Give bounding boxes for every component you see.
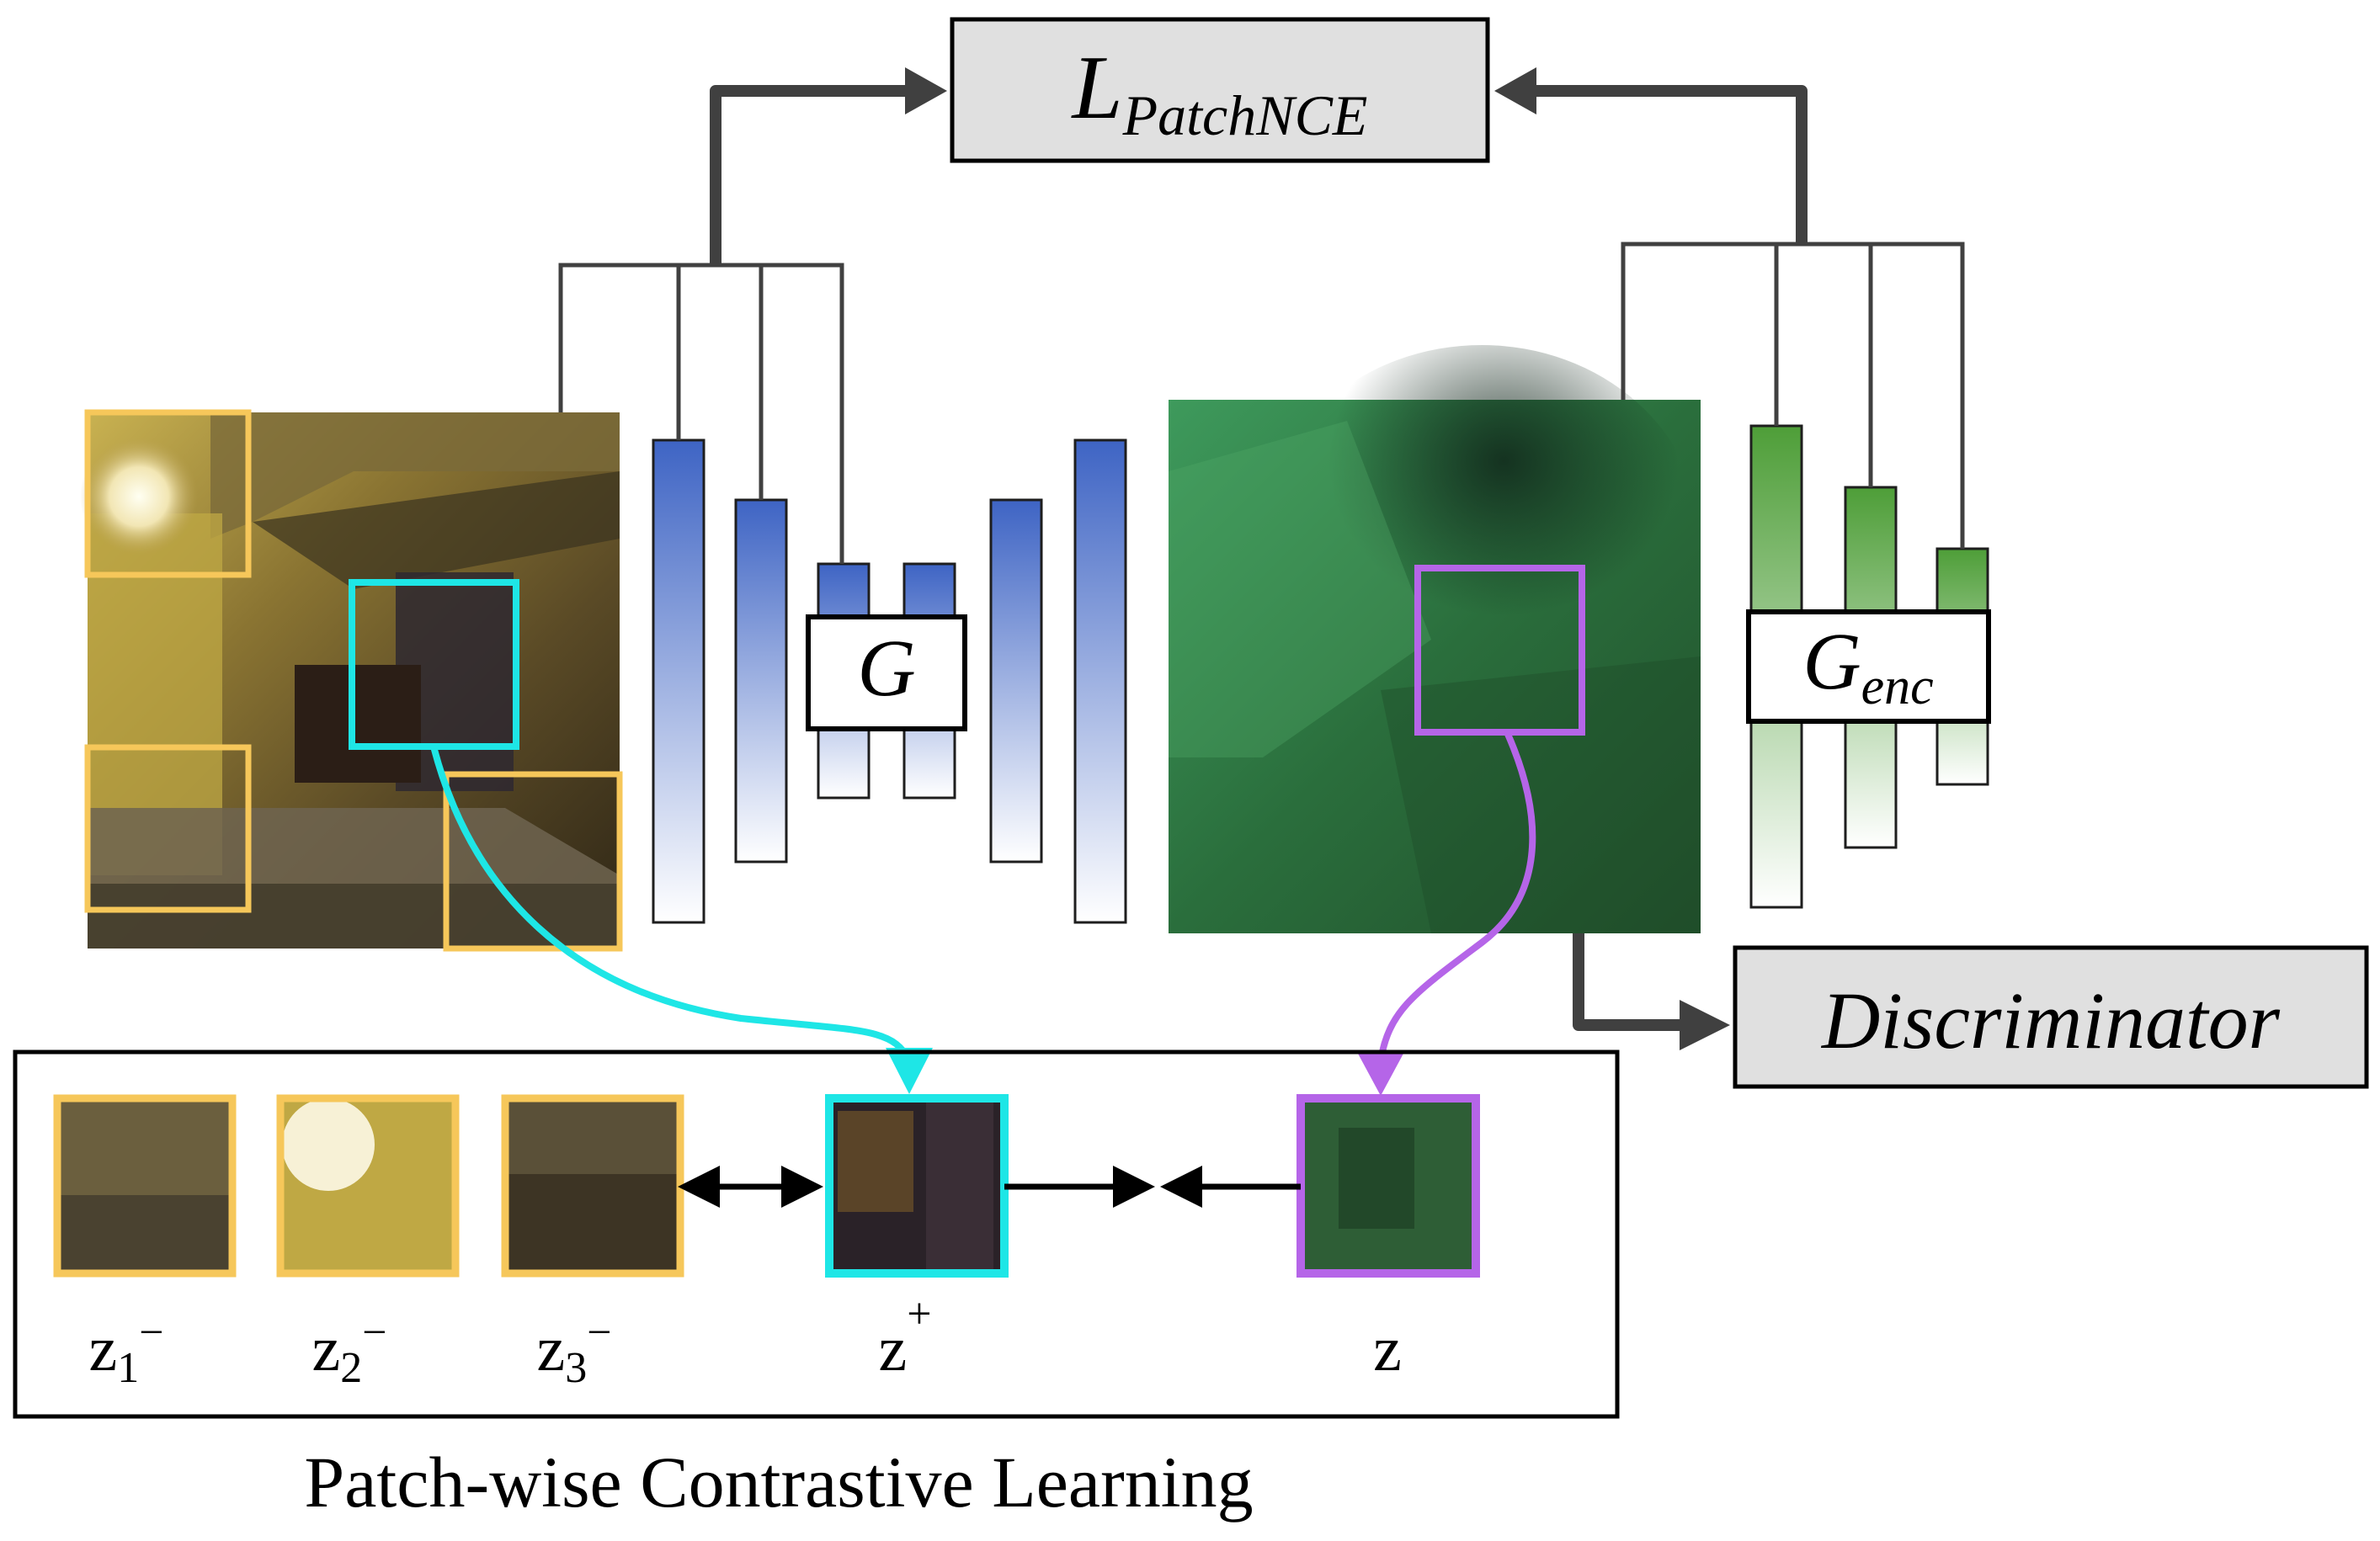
svg-text:G: G (857, 623, 915, 713)
input-image (80, 412, 620, 949)
encoder-label-box: Genc (1746, 609, 1991, 724)
patch-thumb-z-pos (825, 1094, 1009, 1278)
arrow-to-loss-left (710, 85, 909, 265)
label-z-query: z (1373, 1314, 1402, 1384)
loss-main-label: L (1071, 38, 1123, 138)
patch-thumb-z2-neg (276, 1094, 460, 1278)
label-z3-neg: z3− (536, 1309, 611, 1392)
contrastive-panel (13, 1049, 1620, 1419)
svg-text:LPatchNCE: LPatchNCE (1071, 38, 1368, 147)
loss-sub-label: PatchNCE (1122, 83, 1368, 147)
query-patch-curve (1377, 731, 1536, 1061)
arrow-head-discriminator (1680, 1000, 1730, 1050)
discriminator-label: Discriminator (1820, 975, 2281, 1065)
label-z-pos: z+ (878, 1290, 931, 1384)
output-image (1169, 345, 1701, 933)
patchnce-loss-box: LPatchNCE (950, 17, 1490, 163)
negative-patch-box-1 (84, 409, 252, 578)
negative-positive-double-arrow (678, 1166, 823, 1208)
label-z1-neg: z1− (88, 1309, 163, 1392)
arrow-head-loss-left (905, 67, 947, 114)
arrow-head-loss-right (1494, 67, 1536, 114)
encoder-main-label: G (1802, 616, 1861, 706)
patch-thumb-z1-neg (53, 1094, 237, 1278)
generator-main-label: G (857, 623, 915, 713)
positive-patch-arrowhead (886, 1048, 933, 1094)
query-patch-arrowhead (1357, 1052, 1404, 1096)
svg-text:Genc: Genc (1802, 616, 1933, 715)
encoder-sub-label: enc (1861, 658, 1934, 715)
patch-thumb-z-query (1296, 1094, 1480, 1278)
discriminator-box: Discriminator (1733, 945, 2369, 1089)
positive-query-meeting-arrows (1004, 1166, 1301, 1208)
positive-patch-curve (430, 745, 913, 1062)
label-z2-neg: z2− (311, 1309, 386, 1392)
diagram-caption: Patch-wise Contrastive Learning (304, 1442, 1253, 1522)
negative-patch-box-3 (443, 771, 623, 952)
generator-label-box: G (806, 614, 967, 731)
encoder-feature-connectors (1621, 242, 1965, 549)
arrow-to-loss-right (1532, 85, 1808, 244)
patch-thumb-z3-neg (501, 1094, 684, 1278)
generator-feature-connectors (558, 263, 844, 564)
negative-patch-box-2 (84, 744, 252, 913)
arrow-to-discriminator (1573, 933, 1684, 1031)
query-patch-box (1414, 565, 1585, 736)
